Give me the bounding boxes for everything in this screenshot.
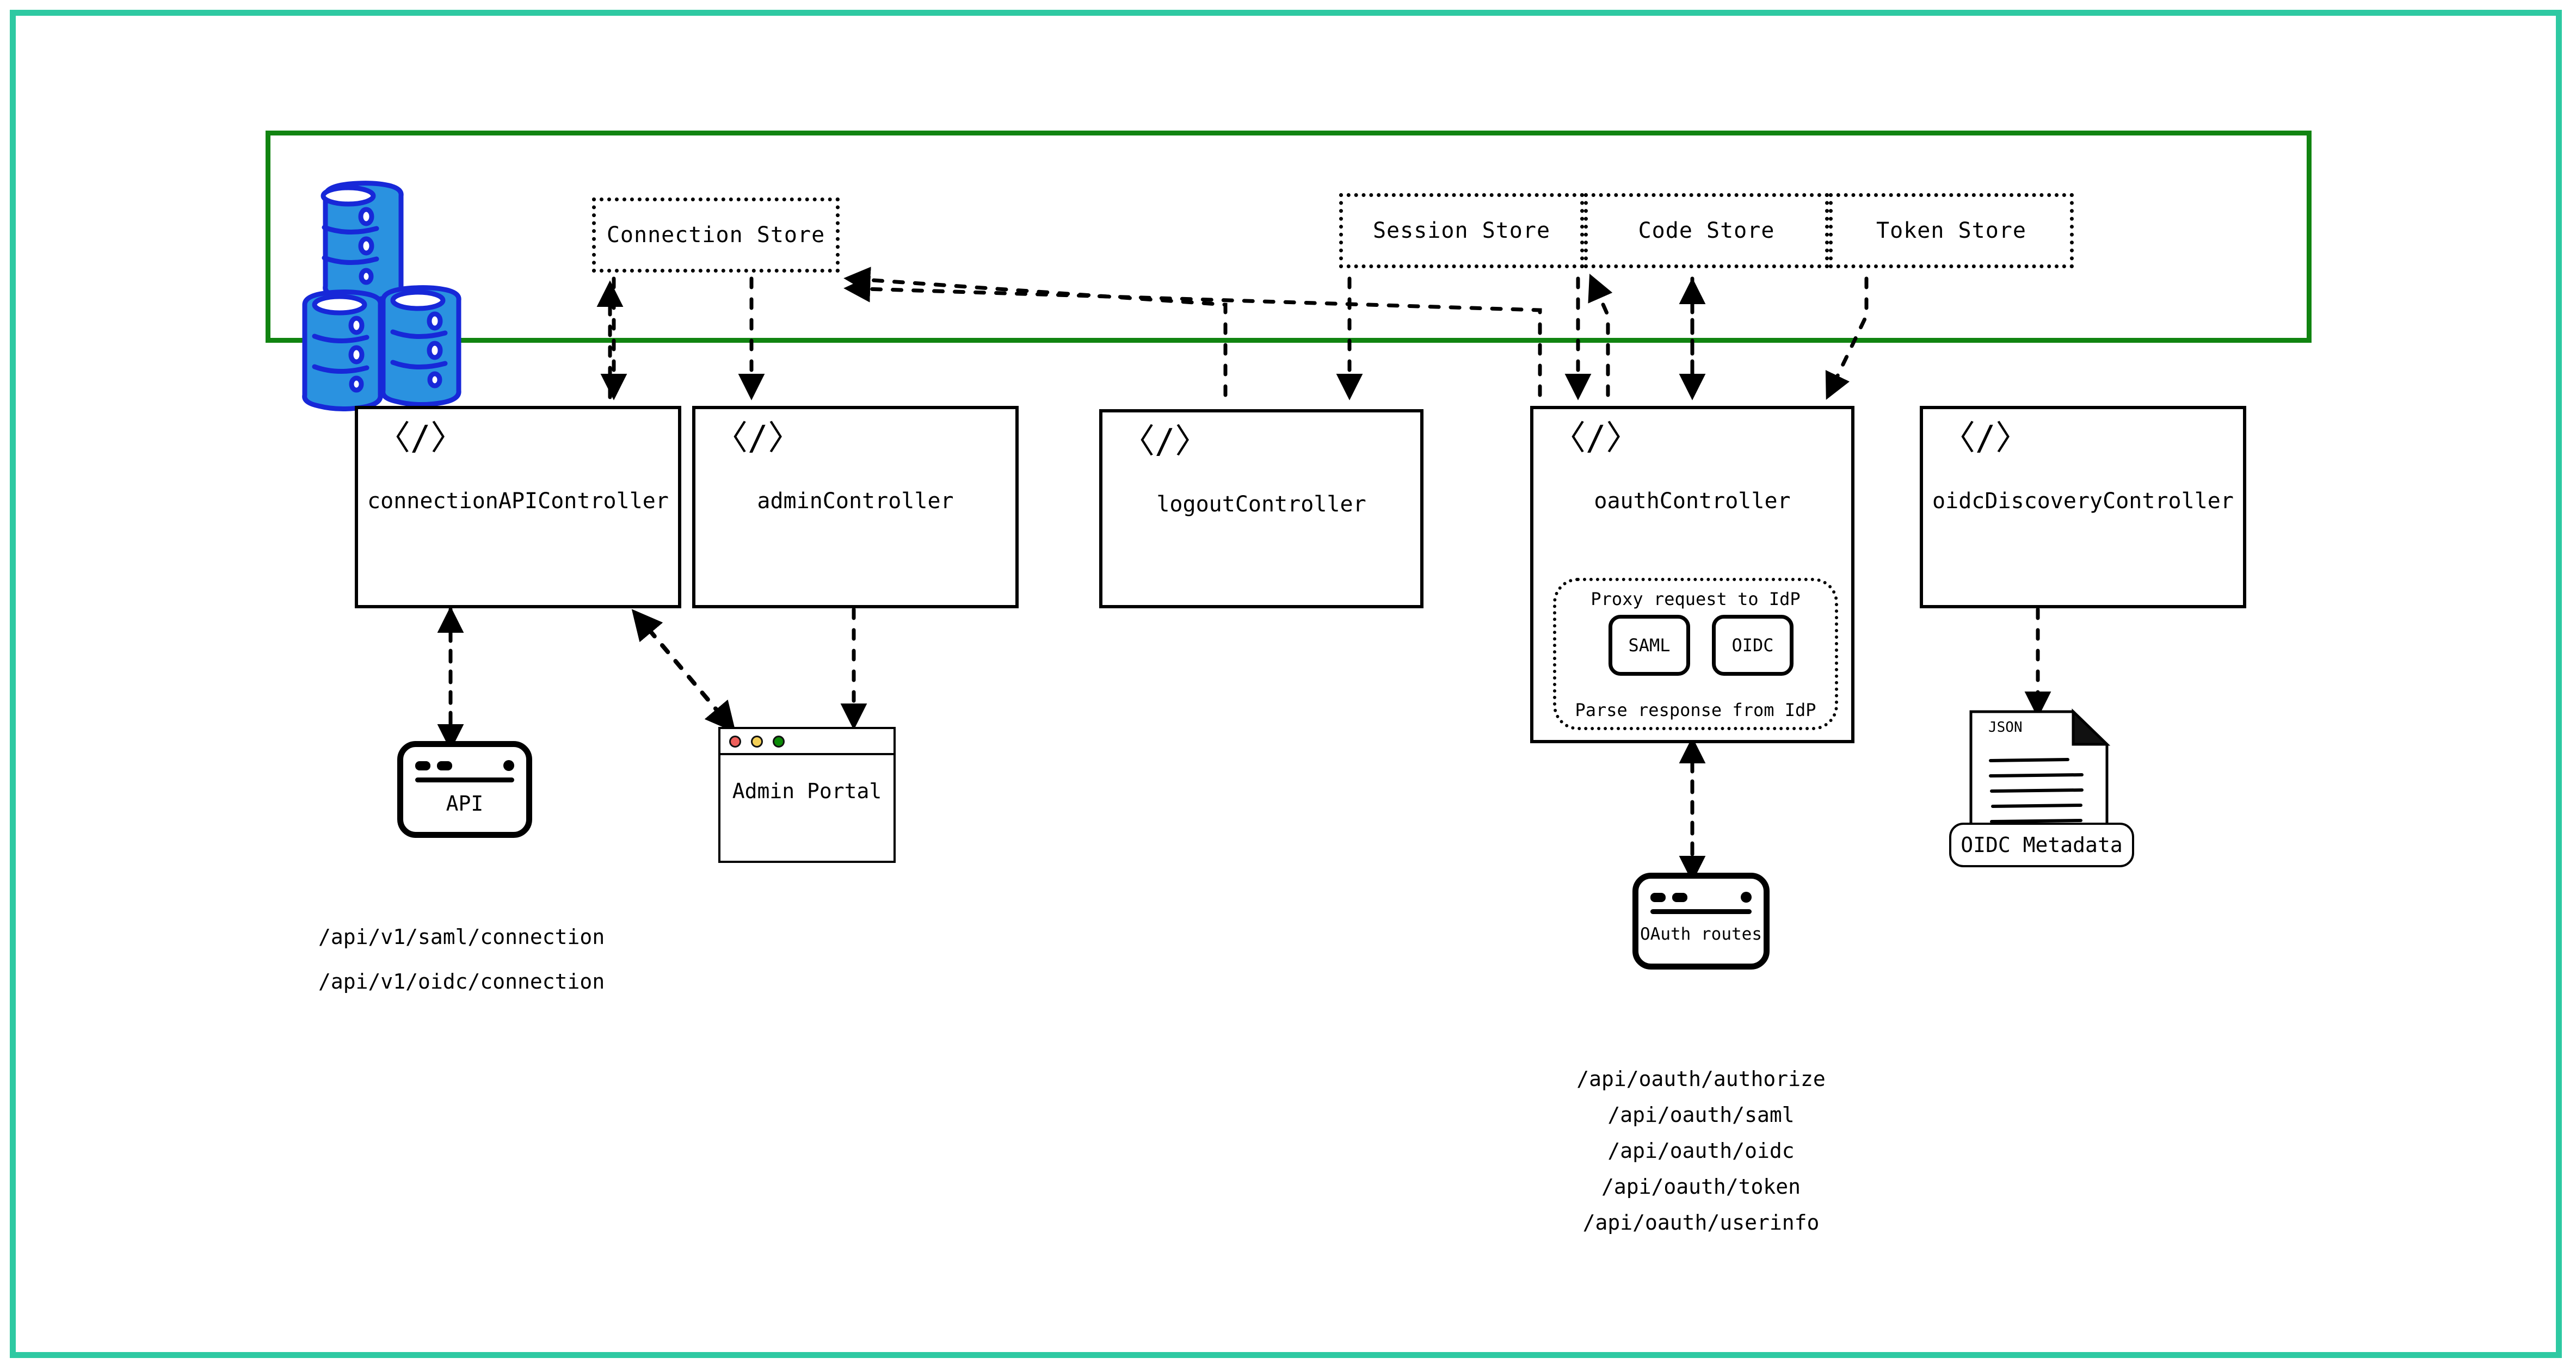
idp-panel-title: Proxy request to IdP <box>1591 589 1801 609</box>
oidc-metadata-label-badge: OIDC Metadata <box>1949 823 2134 867</box>
store-token-store[interactable]: Token Store <box>1829 193 2074 268</box>
oauth-endpoint: /api/oauth/authorize <box>1576 1067 1826 1091</box>
controller-label: oidcDiscoveryController <box>1932 489 2234 514</box>
saml-chip[interactable]: SAML <box>1609 615 1690 676</box>
saml-chip-label: SAML <box>1628 635 1671 656</box>
store-label: Token Store <box>1876 218 2026 243</box>
oauth-endpoint-list: /api/oauth/authorize /api/oauth/saml /ap… <box>1469 1061 1933 1241</box>
titlebar-dot-icon <box>1672 893 1687 902</box>
oidc-metadata-label: OIDC Metadata <box>1961 833 2123 857</box>
api-node[interactable]: API <box>397 741 532 838</box>
oidc-chip[interactable]: OIDC <box>1712 615 1794 676</box>
endpoint-saml-connection: /api/v1/saml/connection <box>318 925 605 949</box>
store-code-store[interactable]: Code Store <box>1584 193 1829 268</box>
oauth-routes-node[interactable]: OAuth routes <box>1632 873 1770 970</box>
titlebar-dot-icon <box>437 761 452 770</box>
code-icon: 〈/〉 <box>1552 418 1640 458</box>
oauth-endpoint: /api/oauth/oidc <box>1607 1139 1795 1163</box>
titlebar-dot-icon <box>503 760 514 771</box>
code-icon: 〈/〉 <box>714 418 802 458</box>
controller-label: connectionAPIController <box>367 489 669 514</box>
oauth-routes-titlebar <box>1650 888 1752 907</box>
store-connection-store[interactable]: Connection Store <box>592 198 840 273</box>
idp-panel-footer: Parse response from IdP <box>1575 700 1816 720</box>
idp-proxy-panel: Proxy request to IdP SAML OIDC Parse res… <box>1553 578 1838 730</box>
outer-frame <box>10 10 2562 1358</box>
store-label: Session Store <box>1372 218 1551 243</box>
titlebar-dot-icon <box>415 761 430 770</box>
json-doc-tag: JSON <box>1988 719 2023 736</box>
endpoint-oidc-connection: /api/v1/oidc/connection <box>318 970 605 993</box>
code-icon: 〈/〉 <box>1942 418 2030 458</box>
oauth-endpoint: /api/oauth/userinfo <box>1582 1211 1820 1235</box>
controller-connection-api[interactable]: 〈/〉 connectionAPIController <box>355 406 681 608</box>
api-titlebar <box>415 757 514 775</box>
traffic-light-red-icon <box>729 736 741 748</box>
controller-admin[interactable]: 〈/〉 adminController <box>692 406 1019 608</box>
store-label: Connection Store <box>606 223 825 248</box>
code-icon: 〈/〉 <box>1121 421 1209 461</box>
oidc-chip-label: OIDC <box>1731 635 1774 656</box>
titlebar-dot-icon <box>1650 893 1666 902</box>
admin-portal-label: Admin Portal <box>732 779 882 803</box>
controller-logout[interactable]: 〈/〉 logoutController <box>1099 409 1423 608</box>
store-session-store[interactable]: Session Store <box>1339 193 1584 268</box>
controller-label: adminController <box>757 489 954 514</box>
code-icon: 〈/〉 <box>377 418 465 458</box>
oauth-routes-label: OAuth routes <box>1640 924 1762 944</box>
titlebar-rule <box>1650 909 1752 914</box>
titlebar-dot-icon <box>1741 892 1752 903</box>
controller-label: oauthController <box>1594 489 1791 514</box>
store-label: Code Store <box>1638 218 1775 243</box>
controller-oidc-discovery[interactable]: 〈/〉 oidcDiscoveryController <box>1920 406 2246 608</box>
oauth-endpoint: /api/oauth/token <box>1601 1175 1801 1199</box>
traffic-light-green-icon <box>773 736 785 748</box>
controller-oauth[interactable]: 〈/〉 oauthController Proxy request to IdP… <box>1530 406 1854 743</box>
api-label: API <box>446 792 484 816</box>
oauth-endpoint: /api/oauth/saml <box>1607 1103 1795 1127</box>
titlebar-rule <box>415 777 514 782</box>
controller-label: logoutController <box>1156 492 1366 517</box>
traffic-light-yellow-icon <box>751 736 763 748</box>
admin-portal-node[interactable]: Admin Portal <box>718 727 896 863</box>
browser-titlebar <box>720 729 893 755</box>
